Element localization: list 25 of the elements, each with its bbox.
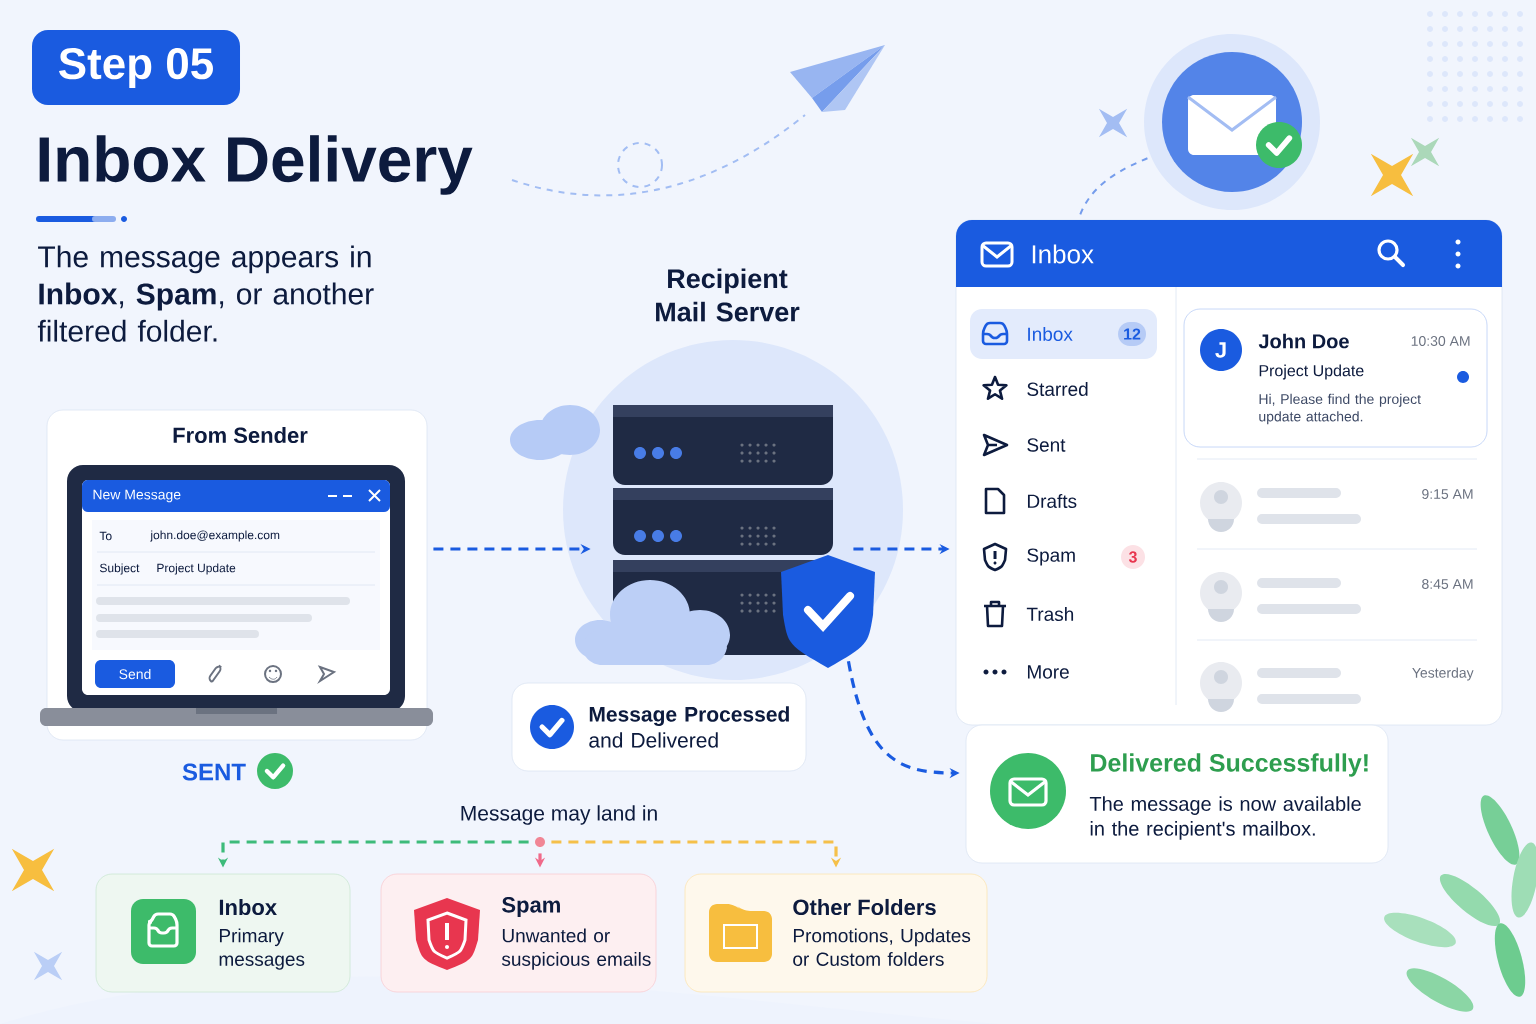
- server-label: Recipient Mail Server: [656, 268, 800, 322]
- count-badge: 3: [1121, 545, 1145, 569]
- step-badge: Step 05: [32, 30, 240, 105]
- time-text: 9:15 AM: [1422, 489, 1473, 499]
- folder-card: Other Folders Promotions, Updates or Custom folders: [684, 873, 988, 993]
- caption-text: Message may land in: [461, 805, 657, 825]
- field-label: To: [99, 531, 112, 541]
- time-text: 8:45 AM: [1422, 579, 1473, 589]
- menu-item: More: [1028, 665, 1069, 679]
- success-card: Delivered Successfully! The message is now available in the recipient's mailbox.: [965, 724, 1389, 864]
- subtitle: The message appears in Inbox, Spam, or another filtered folder.: [37, 245, 374, 342]
- count-badge: 12: [1118, 322, 1146, 346]
- field-label: Subject: [99, 563, 140, 575]
- menu-item: Trash: [1026, 607, 1074, 621]
- status-card: Message Processed and Delivered: [511, 682, 807, 772]
- menu-item: Sent: [1027, 438, 1066, 452]
- title: Inbox Delivery: [39, 135, 473, 195]
- status-text: SENT: [182, 763, 246, 781]
- email-address: john.doe@example.com: [150, 530, 280, 542]
- menu-item: Drafts: [1028, 494, 1077, 508]
- menu-item: Starred: [1027, 382, 1088, 396]
- time-text: Yesterday: [1412, 667, 1474, 681]
- send-button: Send: [95, 660, 175, 688]
- subject-text: Project Update: [157, 563, 236, 575]
- menu-item: Spam: [1027, 548, 1075, 566]
